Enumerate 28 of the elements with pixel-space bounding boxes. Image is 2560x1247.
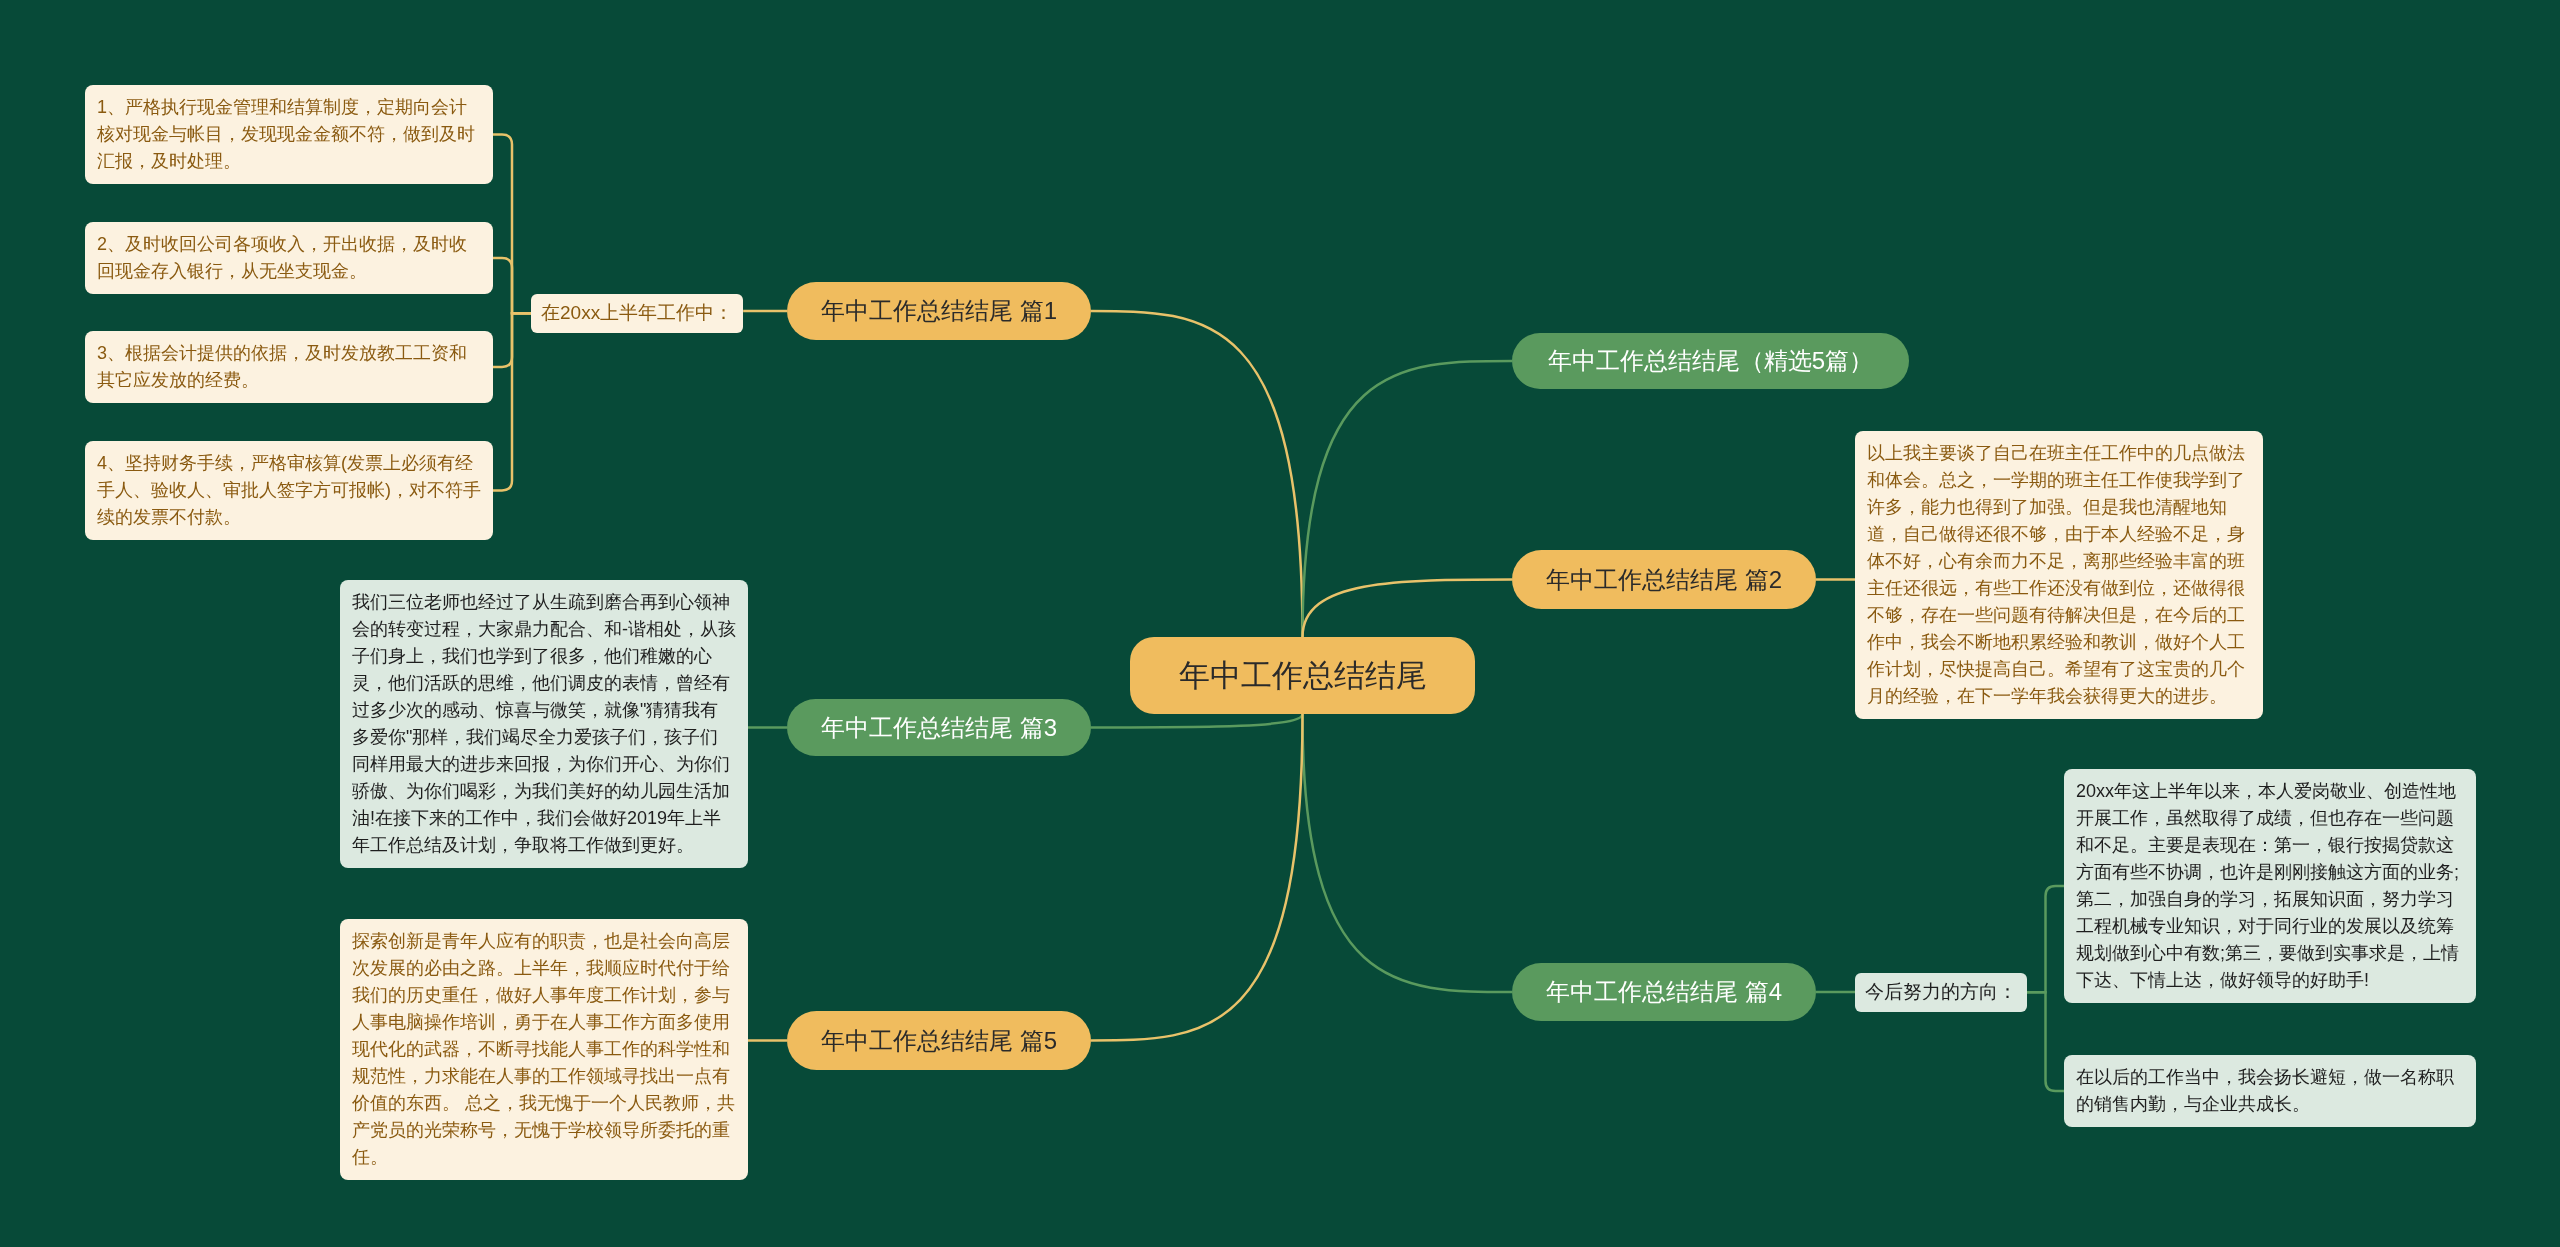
text-card: 以上我主要谈了自己在班主任工作中的几点做法和体会。总之，一学期的班主任工作使我学到了许多，能力也得到了加强。但是我也清醒地知道，自己做得还很不够，由于本人经验不足，身体不好，心有余而力不足，离那些经验丰富的班主任还很远，有些工作还没有做到位，还做得很不够，存在一些问题有待解决但是，在今后的工作中，我会不断地积累经验和教训，做好个人工作计划，尽快提高自己。希望有了这宝贵的几个月的经验，在下一学年我会获得更大的进步。 (1855, 431, 2263, 719)
text-card: 在以后的工作当中，我会扬长避短，做一名称职的销售内勤，与企业共成长。 (2064, 1055, 2476, 1127)
subtopic-label: 在20xx上半年工作中： (531, 294, 744, 333)
topic-pill: 年中工作总结结尾 篇2 (1512, 550, 1816, 609)
text-card: 20xx年这上半年以来，本人爱岗敬业、创造性地开展工作，虽然取得了成绩，但也存在一些问题和不足。主要是表现在：第一，银行按揭贷款这方面有些不协调，也许是刚刚接触这方面的业务;第二，加强自身的学习，拓展知识面，努力学习工程机械专业知识，对于同行业的发展以及统筹规划做到心中有数;第三，要做到实事求是，上情下达、下情上达，做好领导的好助手! (2064, 769, 2476, 1003)
subtopic-label: 今后努力的方向： (1855, 973, 2027, 1012)
text-card: 我们三位老师也经过了从生疏到磨合再到心领神会的转变过程，大家鼎力配合、和-谐相处，从孩子们身上，我们也学到了很多，他们稚嫩的心灵，他们活跃的思维，他们调皮的表情，曾经有过多少次的感动、惊喜与微笑，就像"猜猜我有多爱你"那样，我们竭尽全力爱孩子们，孩子们同样用最大的进步来回报，为你们开心、为你们骄傲、为你们喝彩，为我们美好的幼儿园生活加油!在接下来的工作中，我们会做好2019年上半年工作总结及计划，争取将工作做到更好。 (340, 580, 748, 868)
text-card: 探索创新是青年人应有的职责，也是社会向高层次发展的必由之路。上半年，我顺应时代付于给我们的历史重任，做好人事年度工作计划，参与人事电脑操作培训，勇于在人事工作方面多使用现代化的武器，不断寻找能人事工作的科学性和规范性，力求能在人事的工作领域寻找出一点有价值的东西。 总之，我无愧于一个人民教师，共产党员的光荣称号，无愧于学校领导所委托的重任。 (340, 919, 748, 1180)
text-card: 1、严格执行现金管理和结算制度，定期向会计核对现金与帐目，发现现金金额不符，做到及时汇报，及时处理。 (85, 85, 493, 184)
topic-pill: 年中工作总结结尾 篇4 (1512, 963, 1816, 1021)
connector-line (2027, 991, 2064, 1093)
topic-pill: 年中工作总结结尾 篇5 (787, 1011, 1091, 1070)
central-topic: 年中工作总结结尾 (1130, 637, 1475, 714)
connector-line (1301, 578, 1512, 638)
connector-line (1816, 578, 1855, 581)
connector-line (743, 309, 787, 313)
text-card: 4、坚持财务手续，严格审核算(发票上必须有经手人、验收人、审批人签字方可报帐)，对不符手续的发票不付款。 (85, 441, 493, 540)
text-card: 2、及时收回公司各项收入，开出收据，及时收回现金存入银行，从无坐支现金。 (85, 222, 493, 294)
topic-pill: 年中工作总结结尾 篇3 (787, 699, 1091, 756)
topic-pill: 年中工作总结结尾（精选5篇） (1512, 333, 1909, 389)
connector-line (748, 726, 787, 729)
connector-line (1091, 713, 1304, 729)
connector-line (493, 312, 531, 492)
topic-pill: 年中工作总结结尾 篇1 (787, 282, 1091, 340)
text-card: 3、根据会计提供的依据，及时发放教工工资和其它应发放的经费。 (85, 331, 493, 403)
connector-line (1091, 713, 1304, 1042)
connector-line (748, 1039, 787, 1042)
connector-line (1816, 990, 1855, 994)
